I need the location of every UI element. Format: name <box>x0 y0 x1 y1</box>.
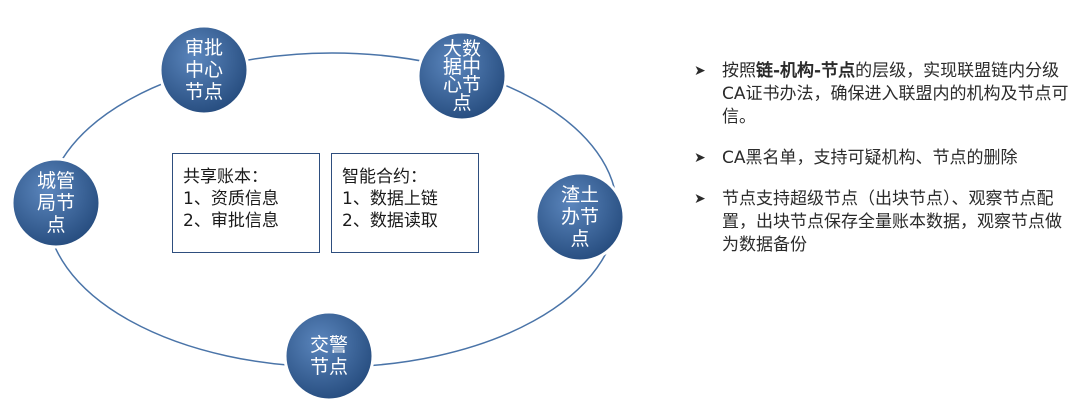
arrow-bullet-icon: ➤ <box>694 191 706 207</box>
node-label: 办节 <box>561 206 599 228</box>
feature-item: ➤ 节点支持超级节点（出块节点）、观察节点配置，出块节点保存全量账本数据，观察节点… <box>694 188 1074 257</box>
node-label: 渣土 <box>561 184 599 206</box>
node-label: 据中 <box>443 56 481 78</box>
node-circle <box>416 30 508 122</box>
node-label: 节点 <box>185 81 223 103</box>
node-label: 点 <box>46 214 65 236</box>
node-label: 审批 <box>185 37 223 59</box>
node-label: 交警 <box>310 334 348 356</box>
node-label: 中心 <box>185 59 223 81</box>
contract-item: 2、数据读取 <box>342 211 438 231</box>
arrow-bullet-icon: ➤ <box>694 150 706 166</box>
feature-list: ➤ 按照链-机构-节点的层级，实现联盟链内分级CA证书办法，确保进入联盟内的机构及… <box>694 60 1074 257</box>
ledger-item: 1、资质信息 <box>183 189 279 209</box>
feature-text: 节点支持超级节点（出块节点）、观察节点配置，出块节点保存全量账本数据，观察节点做… <box>722 189 1062 255</box>
feature-item: ➤ 按照链-机构-节点的层级，实现联盟链内分级CA证书办法，确保进入联盟内的机构及… <box>694 60 1074 129</box>
arrow-bullet-icon: ➤ <box>694 63 706 79</box>
feature-text: 按照 <box>722 61 756 81</box>
contract-item: 1、数据上链 <box>342 189 438 209</box>
node-label: 局节 <box>37 192 75 214</box>
feature-text: 的层级，实现联盟链内分级CA证书办法，确保进入联盟内的机构及节点可信。 <box>722 61 1069 127</box>
node-label: 大数 <box>443 38 481 60</box>
node-circle <box>283 310 375 402</box>
node-label: 城管 <box>37 170 75 192</box>
node-circle <box>158 24 250 116</box>
feature-text: CA黑名单，支持可疑机构、节点的删除 <box>722 148 1018 168</box>
node-label: 心节 <box>443 74 481 96</box>
ledger-item: 2、审批信息 <box>183 211 279 231</box>
node-circle <box>10 157 102 249</box>
feature-item: ➤ CA黑名单，支持可疑机构、节点的删除 <box>694 147 1074 170</box>
contract-title: 智能合约： <box>342 167 427 187</box>
node-label: 节点 <box>310 356 348 378</box>
shared-ledger-box: 共享账本： 1、资质信息 2、审批信息 <box>172 153 320 253</box>
ledger-title: 共享账本： <box>183 167 268 187</box>
node-circle <box>534 171 626 263</box>
node-label: 点 <box>452 92 471 114</box>
node-label: 点 <box>570 228 589 250</box>
feature-bold-text: 链-机构-节点 <box>756 61 856 81</box>
smart-contract-box: 智能合约： 1、数据上链 2、数据读取 <box>331 153 479 253</box>
